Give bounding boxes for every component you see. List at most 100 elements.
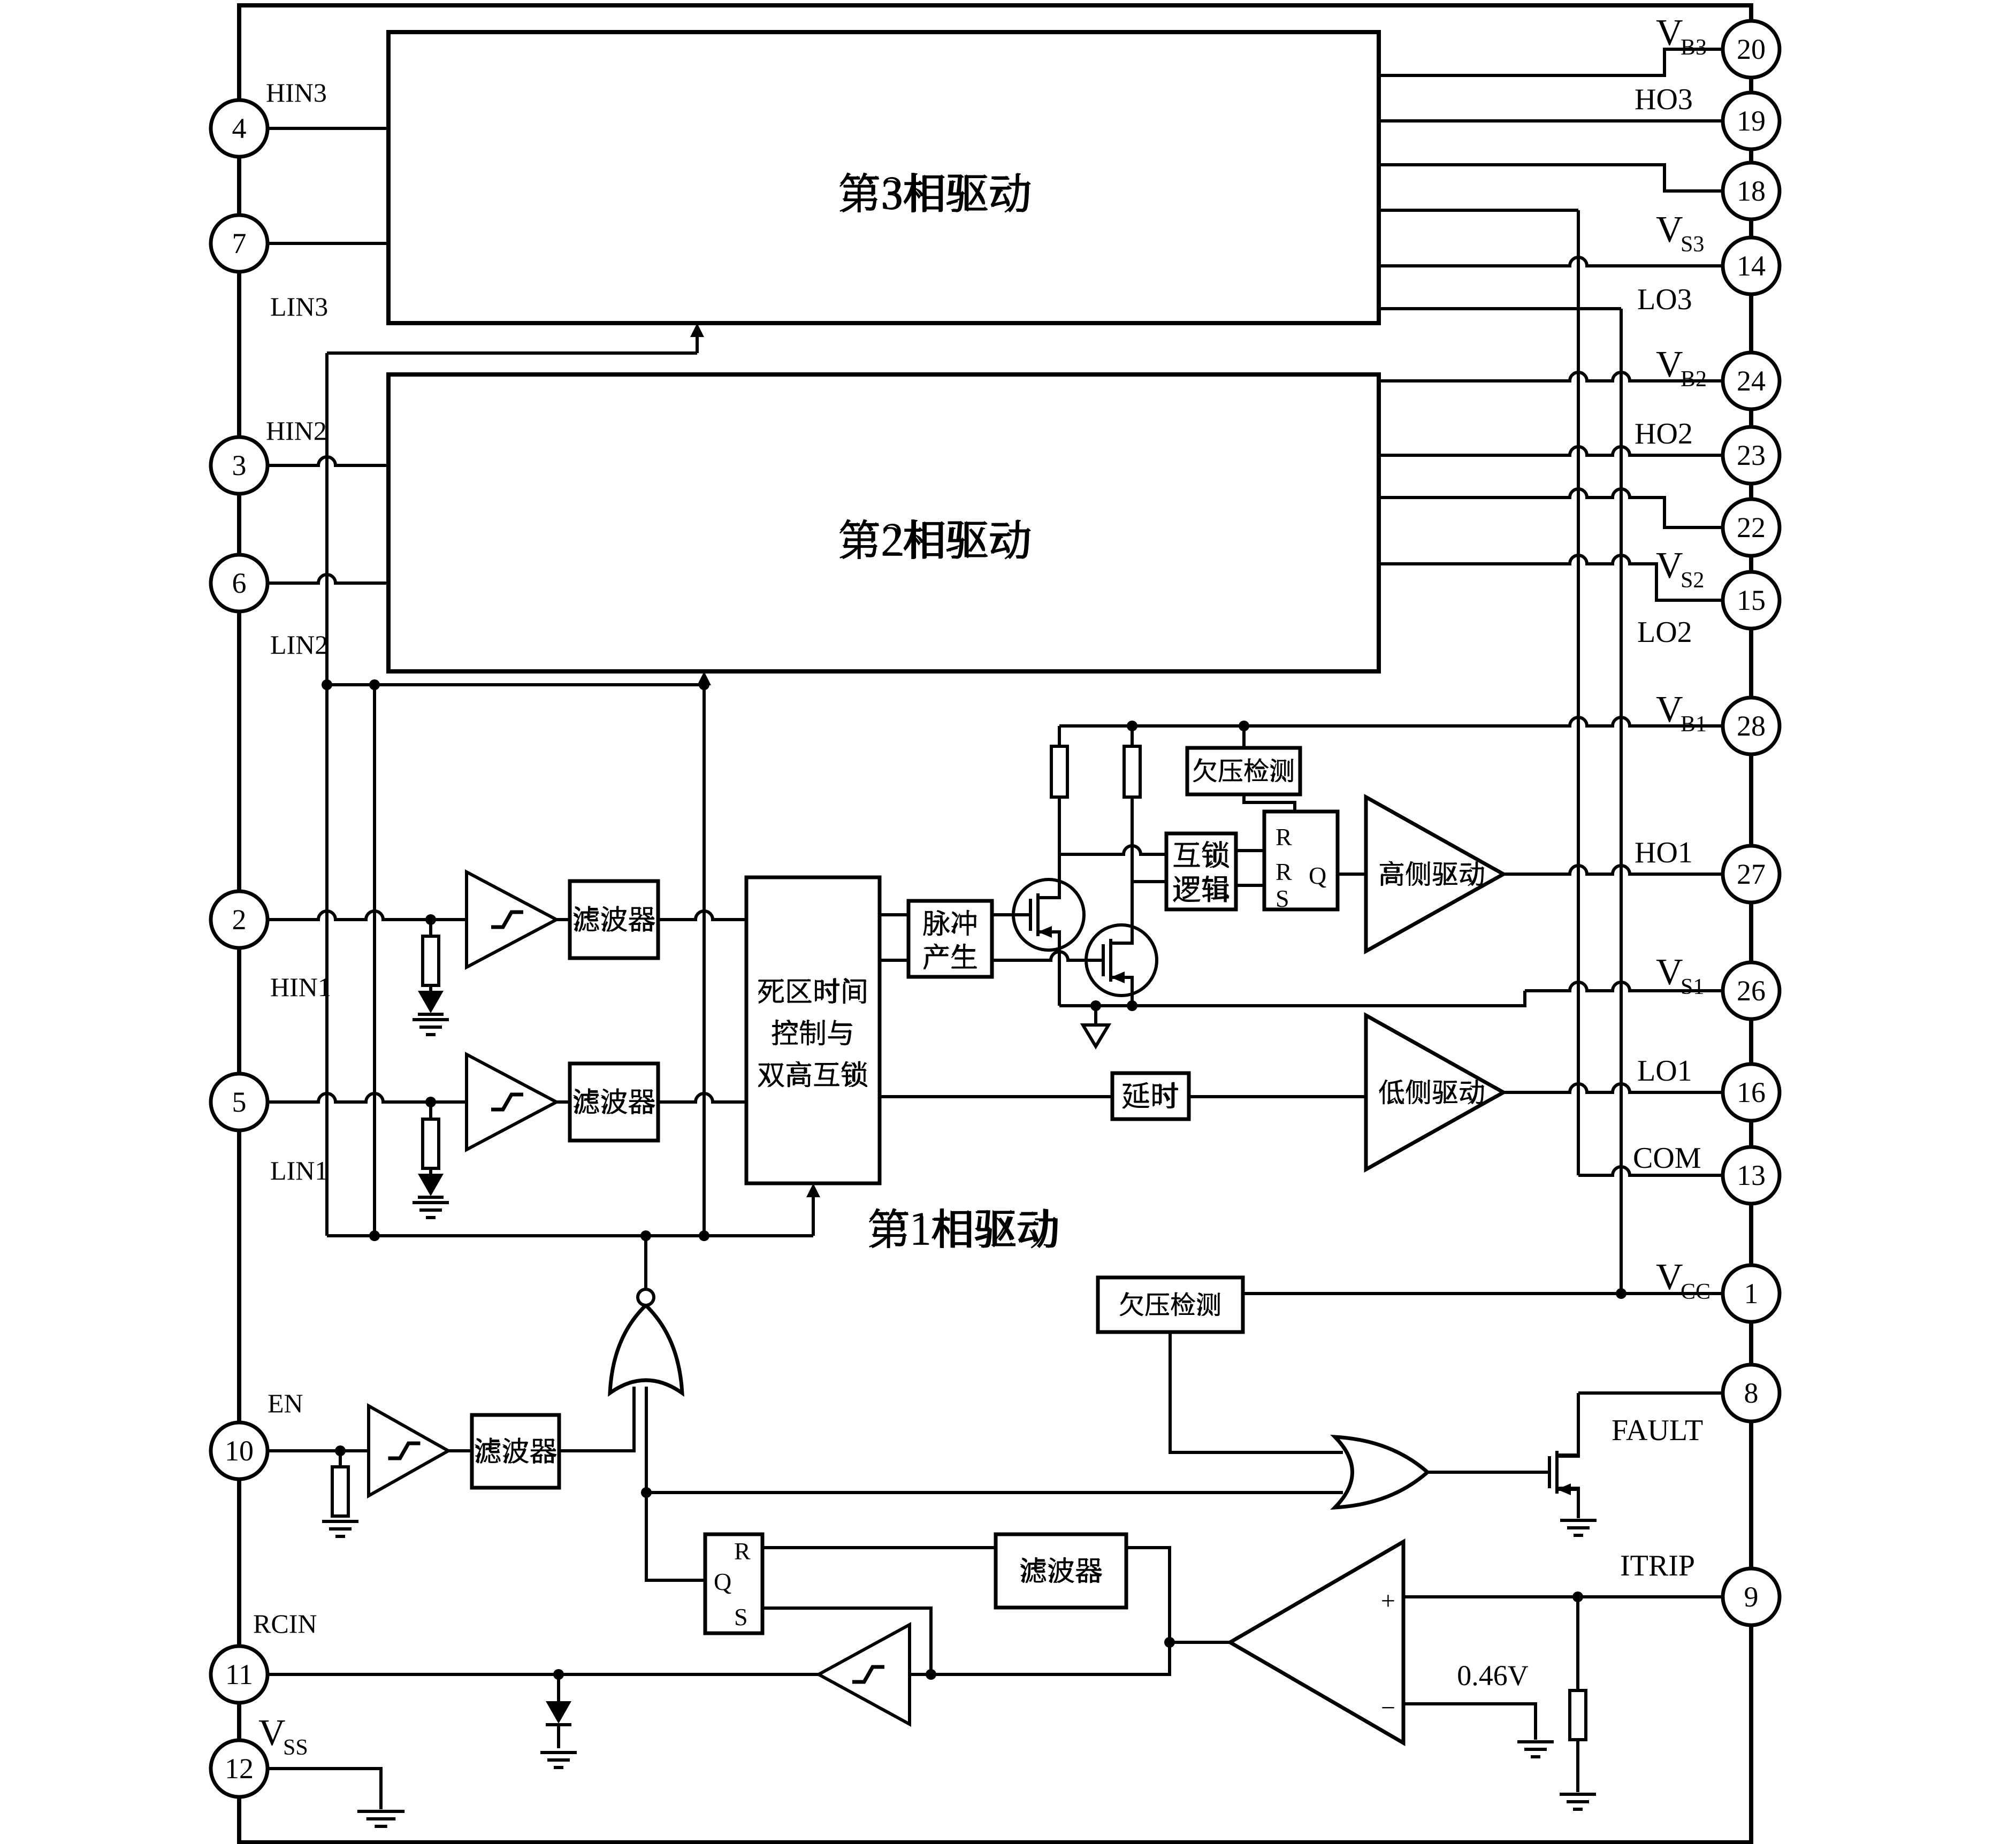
block-pulse-gen: 脉冲 产生	[906, 899, 994, 979]
junction-dot	[553, 1669, 564, 1680]
uv2-label: 欠压检测	[1119, 1291, 1221, 1320]
pin-lo2-number: 15	[1737, 584, 1766, 616]
block-uv-detect-vcc: 欠压检测	[1096, 1275, 1245, 1334]
vref-0v46: 0.46V	[1457, 1659, 1529, 1692]
block-filter-en: 滤波器	[470, 1413, 561, 1490]
pin-fault: 8	[1721, 1363, 1782, 1424]
schmitt-rcin	[815, 1621, 911, 1727]
pin-lo1: 16	[1721, 1062, 1782, 1123]
pin-vcc: 1	[1721, 1263, 1782, 1324]
pin-lo3-number: 14	[1737, 250, 1766, 282]
ground-hin1	[413, 1018, 449, 1036]
deadtime-line3: 双高互锁	[757, 1061, 868, 1091]
pin-vs1-number: 26	[1737, 975, 1766, 1007]
diode-hin1	[418, 991, 444, 1016]
pin-vb1-number: 28	[1737, 710, 1766, 742]
arrow-shutdown-deadtime	[806, 1183, 820, 1197]
label-vs2-sub: S2	[1681, 568, 1704, 593]
wire-hin1	[268, 909, 467, 921]
junction-dot	[1164, 1637, 1175, 1648]
vs-marker-triangle	[1080, 1023, 1112, 1050]
junction-dot	[640, 1230, 651, 1241]
interlock-line2: 逻辑	[1172, 874, 1230, 906]
mosfet-levelshift-2	[1085, 923, 1158, 997]
pin-vs3-number: 18	[1737, 175, 1766, 207]
pin-com-number: 13	[1737, 1159, 1766, 1191]
resistor-levelshift-2	[1122, 745, 1142, 799]
ls-label-text: 低侧驱动	[1378, 1078, 1485, 1108]
resistor-lin1	[421, 1118, 440, 1170]
label-lo2: LO2	[1637, 616, 1692, 649]
label-vb2-sub: B2	[1681, 367, 1707, 392]
interlock-line2-text: 逻辑	[1172, 874, 1230, 906]
schmitt-en	[367, 1403, 452, 1499]
label-vcc-main: V	[1656, 1257, 1683, 1298]
pin-itrip-number: 9	[1744, 1581, 1759, 1613]
label-vs1-main: V	[1656, 952, 1683, 993]
wire-vs2	[1379, 487, 1723, 529]
label-fault: FAULT	[1612, 1414, 1703, 1447]
pulse-line1-text: 脉冲	[922, 909, 978, 940]
wire-filter3-nor	[559, 1387, 636, 1452]
block-filter-en-label: 滤波器	[474, 1437, 558, 1468]
label-lin1: LIN1	[270, 1156, 328, 1185]
block-filter-itrip-label: 滤波器	[1019, 1557, 1103, 1587]
label-com: COM	[1633, 1142, 1701, 1175]
junction-dot	[369, 1230, 380, 1241]
uv2-label-text: 欠压检测	[1119, 1291, 1221, 1320]
label-vss-sub: SS	[283, 1735, 308, 1760]
delay-label: 延时	[1121, 1081, 1179, 1113]
block-interlock-logic: 互锁 逻辑	[1164, 831, 1238, 912]
pin-lin3: 7	[209, 213, 270, 274]
label-vcc: VCC	[1656, 1257, 1710, 1304]
deadtime-line1: 死区时间	[757, 977, 868, 1008]
pin-ho1: 27	[1721, 844, 1782, 905]
block-filter-hin1: 滤波器	[568, 879, 660, 960]
latch1-r1: R	[1276, 823, 1292, 851]
wire-comp-filter4	[1126, 1546, 1171, 1642]
block-filter-hin1-label: 滤波器	[572, 906, 656, 936]
junction-dot	[699, 1230, 709, 1241]
wire-lin1	[268, 1092, 467, 1104]
schmitt-lin1	[465, 1052, 560, 1152]
ls-label: 低侧驱动	[1378, 1078, 1485, 1108]
pin-rcin-number: 11	[225, 1658, 253, 1690]
block-filter-en-label-text: 滤波器	[474, 1437, 558, 1468]
wire-vb1	[1059, 716, 1723, 728]
wires	[268, 48, 1723, 1809]
pin-vs1: 26	[1721, 960, 1782, 1021]
rs-latch-fault: R Q S	[703, 1532, 765, 1635]
pin-ho2-number: 23	[1737, 439, 1766, 471]
label-vb1-sub: B1	[1681, 712, 1707, 737]
label-en: EN	[268, 1388, 303, 1418]
pin-hin2: 3	[209, 435, 270, 496]
block-filter-itrip: 滤波器	[994, 1532, 1128, 1610]
block-delay: 延时	[1110, 1071, 1191, 1121]
pin-vss: 12	[209, 1738, 270, 1799]
label-vs2: VS2	[1656, 545, 1704, 593]
pin-lo2: 15	[1721, 570, 1782, 631]
label-hin3: HIN3	[266, 78, 327, 108]
label-lin3: LIN3	[270, 292, 328, 322]
interlock-line1-text: 互锁	[1172, 840, 1230, 872]
deadtime-line2: 控制与	[771, 1019, 854, 1050]
block-uv-detect-vb1: 欠压检测	[1185, 746, 1302, 797]
junction-dot	[926, 1669, 936, 1680]
pin-hin3-number: 4	[232, 112, 247, 144]
block-filter-hin1-label-text: 滤波器	[572, 906, 656, 936]
label-ho1: HO1	[1635, 836, 1693, 869]
block-phase2-driver: 第2相驱动	[386, 372, 1381, 674]
pin-fault-number: 8	[1744, 1377, 1759, 1409]
junction-dot	[369, 679, 380, 690]
label-lin2: LIN2	[270, 630, 328, 660]
phase3-driver-label-text: 第3相驱动	[838, 171, 1030, 218]
phase1-driver-label: 第1相驱动	[867, 1207, 1060, 1254]
latch2-q: Q	[714, 1568, 731, 1595]
pin-en: 10	[209, 1420, 270, 1481]
pin-lin2: 6	[209, 553, 270, 614]
wire-lo2	[1379, 554, 1723, 602]
label-rcin: RCIN	[253, 1609, 317, 1639]
ground-vss	[357, 1810, 405, 1828]
pin-vss-number: 12	[225, 1753, 254, 1785]
wire-uv1-latch	[1242, 794, 1296, 812]
